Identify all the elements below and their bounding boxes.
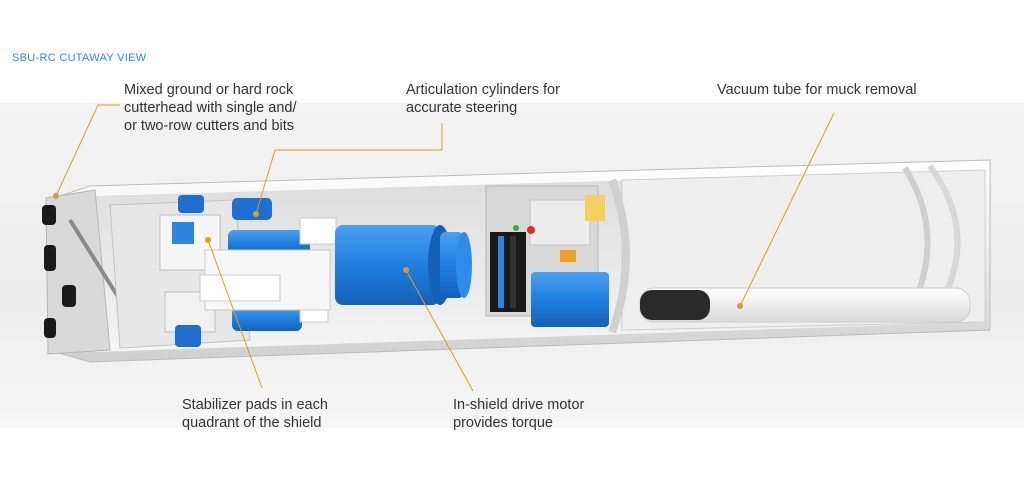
callout-articulation-cylinders: Articulation cylinders for accurate stee…: [406, 82, 560, 116]
leader-lines: [55, 104, 835, 392]
page-title: SBU-RC CUTAWAY VIEW: [12, 52, 147, 64]
callout-stabilizer-pads: Stabilizer pads in each quadrant of the …: [182, 397, 328, 431]
vacuum-tube: [639, 287, 971, 323]
cutterhead: [42, 189, 122, 355]
callout-cutterhead: Mixed ground or hard rock cutterhead wit…: [124, 82, 297, 134]
callout-drive-motor: In-shield drive motor provides torque: [453, 397, 585, 431]
callout-vacuum-tube: Vacuum tube for muck removal: [717, 82, 917, 98]
control-cabinet: [485, 185, 609, 327]
stabilizer-section: [199, 249, 331, 311]
leader-dot: [53, 193, 743, 309]
drive-motor: [335, 225, 472, 305]
